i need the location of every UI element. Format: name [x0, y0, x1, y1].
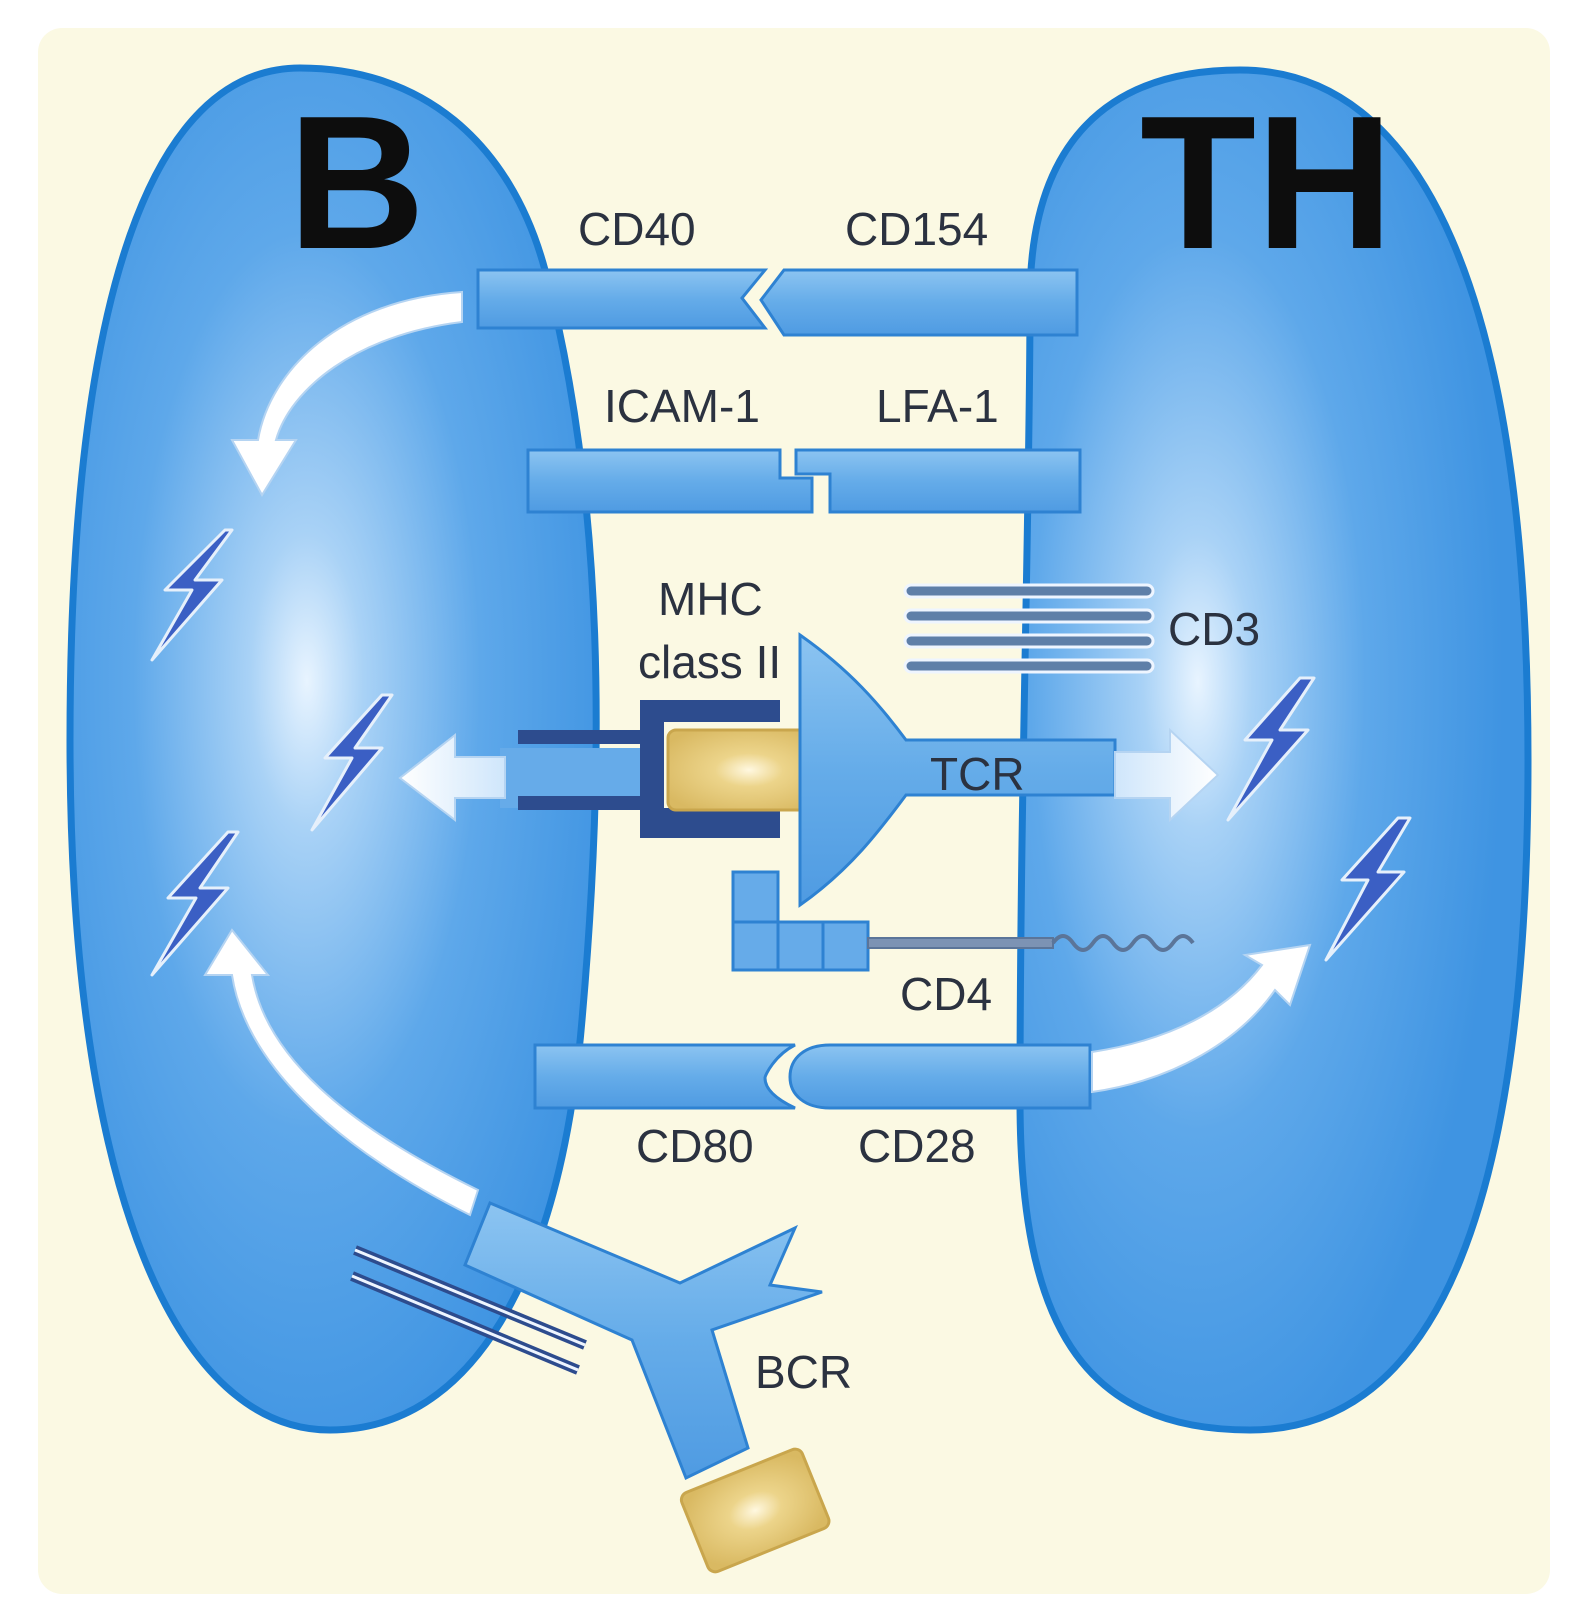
mhc-label-line1: MHC	[658, 573, 763, 625]
tcr-signal-arrow	[1114, 727, 1220, 823]
bcr-label: BCR	[755, 1346, 852, 1398]
cd40-receptor	[476, 268, 769, 330]
signal-bolts	[150, 528, 1412, 977]
ig-alpha-beta-chains	[350, 1245, 587, 1375]
icam1-label: ICAM-1	[604, 380, 760, 432]
tcr-label: TCR	[930, 748, 1025, 800]
cd28-ligand	[788, 1043, 1092, 1110]
cd3-label: CD3	[1168, 603, 1260, 655]
cd80-label: CD80	[636, 1120, 754, 1172]
cd3-complex	[903, 583, 1155, 674]
bcr-signal-arrow	[203, 928, 480, 1217]
cd4-label: CD4	[900, 968, 992, 1020]
cd40-signal-arrow	[230, 290, 463, 497]
bcr-receptor	[463, 1201, 823, 1481]
cd40-label: CD40	[578, 203, 696, 255]
bound-antigen	[679, 1447, 831, 1574]
b-signal-bolt-top	[150, 528, 234, 662]
th-cell-label: TH	[1140, 77, 1393, 289]
b-signal-bolt-middle	[310, 693, 394, 832]
lfa1-ligand	[794, 448, 1082, 514]
cd28-signal-arrow	[1091, 943, 1312, 1094]
icam1-receptor	[526, 448, 814, 514]
b-signal-bolt-bottom	[150, 830, 240, 977]
cd154-label: CD154	[845, 203, 988, 255]
mhc-label-line2: class II	[638, 636, 781, 688]
cd28-label: CD28	[858, 1120, 976, 1172]
th-signal-bolt-middle	[1226, 676, 1316, 822]
b-cell-label: B	[288, 77, 425, 289]
mhc-signal-arrow	[398, 732, 506, 823]
th-signal-bolt-lower	[1324, 816, 1412, 962]
lfa1-label: LFA-1	[876, 380, 999, 432]
cd80-receptor	[533, 1043, 796, 1110]
cd154-ligand	[759, 268, 1079, 337]
cd4-coreceptor	[731, 870, 1195, 972]
